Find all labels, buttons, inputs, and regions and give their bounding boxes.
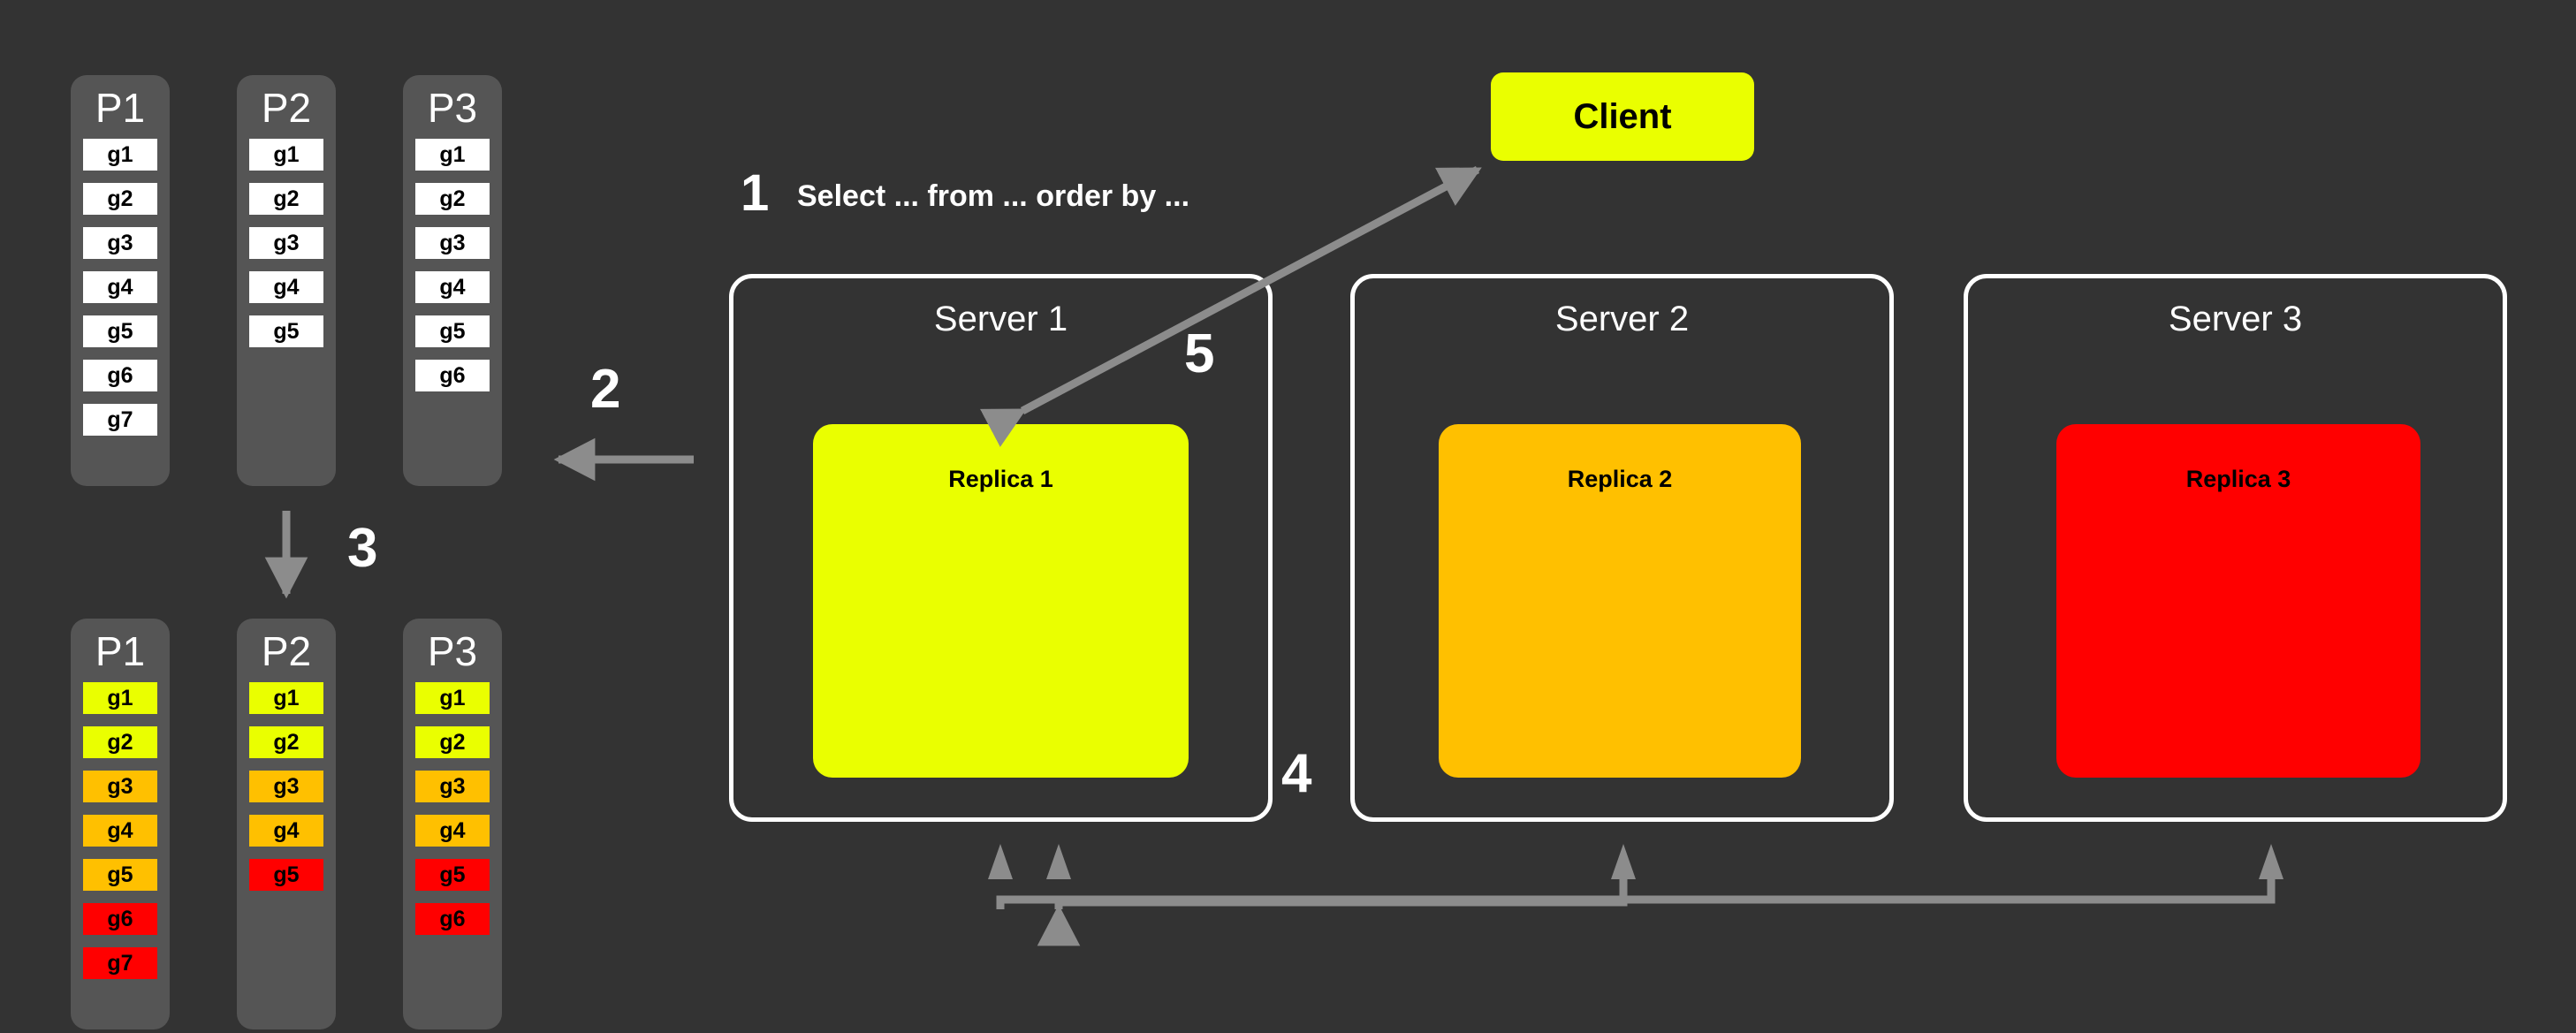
partition-cell: g3 [83,771,157,802]
partition-label-p1-bottom: P1 [95,628,146,674]
partition-cell: g3 [83,227,157,259]
partition-cell: g6 [83,903,157,935]
partition-label-p3-top: P3 [427,85,478,131]
partition-panel-p1-top: P1 g1 g2 g3 g4 g5 g6 g7 [71,75,170,486]
partition-cell: g4 [249,271,323,303]
partition-cell: g1 [249,682,323,714]
partition-cells-p2-bottom: g1 g2 g3 g4 g5 [249,682,323,903]
replica-box-2: Replica 2 [1439,424,1801,778]
partition-cell: g5 [415,859,490,891]
partition-label-p3-bottom: P3 [427,628,478,674]
partition-cell: g1 [415,682,490,714]
server-title-1: Server 1 [933,300,1068,338]
partition-cell: g5 [415,315,490,347]
partition-cell: g7 [83,947,157,979]
partition-cell: g5 [83,859,157,891]
partition-cells-p3-bottom: g1 g2 g3 g4 g5 g6 [415,682,490,947]
partition-label-p2-top: P2 [261,85,312,131]
partition-panel-p1-bottom: P1 g1 g2 g3 g4 g5 g6 g7 [71,619,170,1029]
partition-cell: g2 [415,183,490,215]
partition-cell: g6 [415,903,490,935]
step-number-3: 3 [347,518,378,579]
partition-cell: g2 [249,183,323,215]
partition-cell: g1 [83,682,157,714]
partition-cell: g2 [415,726,490,758]
replica-label-2: Replica 2 [1567,466,1673,492]
server-title-2: Server 2 [1554,300,1690,338]
partition-cells-p1-top: g1 g2 g3 g4 g5 g6 g7 [83,139,157,448]
server-box-2: Server 2 Replica 2 [1350,274,1894,822]
replica-box-1: Replica 1 [813,424,1189,778]
partition-cell: g4 [415,271,490,303]
server-box-1: Server 1 Replica 1 [729,274,1273,822]
partition-cells-p1-bottom: g1 g2 g3 g4 g5 g6 g7 [83,682,157,991]
partition-cell: g6 [415,360,490,391]
partition-panel-p2-top: P2 g1 g2 g3 g4 g5 [237,75,336,486]
partition-cell: g5 [83,315,157,347]
client-label: Client [1573,96,1672,136]
partition-panel-p2-bottom: P2 g1 g2 g3 g4 g5 [237,619,336,1029]
partition-panel-p3-bottom: P3 g1 g2 g3 g4 g5 g6 [403,619,502,1029]
partition-cell: g3 [249,771,323,802]
replica-label-1: Replica 1 [948,466,1053,492]
partition-cell: g4 [415,815,490,847]
partition-cell: g4 [249,815,323,847]
query-statement-text: Select ... from ... order by ... [797,179,1190,213]
replica-label-3: Replica 3 [2185,466,2291,492]
partition-cells-p2-top: g1 g2 g3 g4 g5 [249,139,323,360]
partition-label-p2-bottom: P2 [261,628,312,674]
step-number-2: 2 [590,359,621,420]
partition-label-p1-top: P1 [95,85,146,131]
partition-cell: g3 [415,771,490,802]
step-number-1: 1 [741,164,770,222]
replica-box-3: Replica 3 [2056,424,2420,778]
partition-cell: g4 [83,271,157,303]
partition-cell: g1 [83,139,157,171]
arrow-step4-bus-icon [988,844,2283,946]
step-number-4: 4 [1281,743,1312,804]
partition-cell: g2 [249,726,323,758]
partition-cell: g5 [249,315,323,347]
partition-cell: g5 [249,859,323,891]
partition-cell: g3 [249,227,323,259]
partition-cell: g2 [83,183,157,215]
partition-panel-p3-top: P3 g1 g2 g3 g4 g5 g6 [403,75,502,486]
partition-cell: g1 [249,139,323,171]
partition-cells-p3-top: g1 g2 g3 g4 g5 g6 [415,139,490,404]
partition-cell: g7 [83,404,157,436]
partition-cell: g2 [83,726,157,758]
server-box-3: Server 3 Replica 3 [1964,274,2507,822]
partition-cell: g3 [415,227,490,259]
client-node[interactable]: Client [1491,72,1754,161]
partition-cell: g1 [415,139,490,171]
partition-cell: g6 [83,360,157,391]
partition-cell: g4 [83,815,157,847]
server-title-3: Server 3 [2168,300,2303,338]
